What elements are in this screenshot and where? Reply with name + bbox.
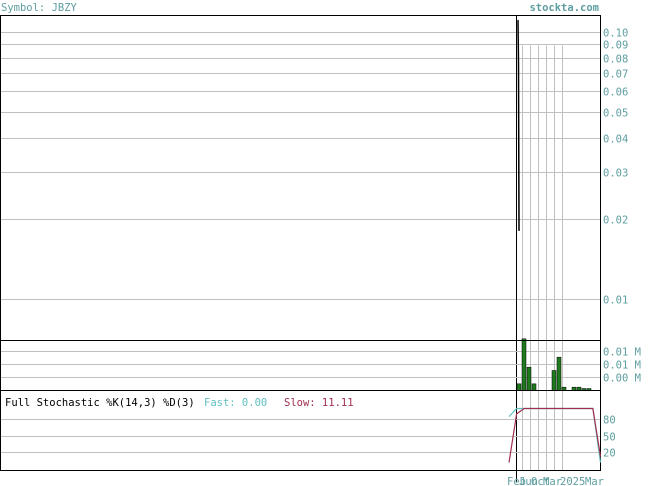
volume-tick-label: 0.01 M [603,347,641,359]
price-tick-label: 0.02 [603,215,628,227]
stochastic-slow-value: Slow: 11.11 [284,397,354,409]
volume-bar [556,356,562,391]
price-tick-label: 0.09 [603,40,628,52]
stochastic-slow-line [508,407,602,463]
stochastic-tick-label: 50 [603,432,616,444]
price-series-line [517,19,520,231]
volume-panel-border [0,340,601,391]
volume-bar [531,383,537,391]
price-tick-label: 0.10 [603,28,628,40]
volume-tick-label: 0.01 M [603,360,641,372]
stochastic-tick-label: 80 [603,415,616,427]
stochastic-fast-value: Fast: 0.00 [204,397,267,409]
stochastic-title: Full Stochastic %K(14,3) %D(3) [5,397,195,409]
x-tick-label: 2025 [560,476,585,486]
x-tick-label: Feb [507,476,526,486]
stochastic-panel-border [0,390,601,471]
x-tick-label: Mar [585,476,604,486]
price-panel: 0.100.09 0.08 0.07 0.06 0.05 0.04 0.03 0.02 0.01 [0,15,628,483]
price-tick-label: 0.08 [603,54,628,66]
volume-panel: 0.01 M0.01 M0.00 M [0,338,641,391]
price-tick-label: 0.07 [603,69,628,81]
symbol-label: Symbol: JBZY [1,2,78,14]
price-tick-label: 0.04 [603,134,628,146]
price-panel-border [0,15,601,341]
volume-bar [521,338,527,391]
x-tick-label: Mar [543,476,562,486]
x-tick-label: Oct [531,476,550,486]
volume-bar [551,370,557,391]
volume-bar [526,366,532,391]
price-tick-label: 0.01 [603,295,628,307]
price-tick-label: 0.03 [603,168,628,180]
volume-bar [516,383,522,391]
brand-logo-text[interactable]: stockta.com [529,2,599,14]
price-tick-label: 0.06 [603,87,628,99]
x-tick-label: Jun [519,476,538,486]
price-tick-label: 0.05 [603,108,628,120]
volume-tick-label: 0.00 M [603,373,641,385]
stochastic-panel: Full Stochastic %K(14,3) %D(3) Fast: 0.0… [0,390,616,471]
stochastic-tick-label: 20 [603,448,616,460]
